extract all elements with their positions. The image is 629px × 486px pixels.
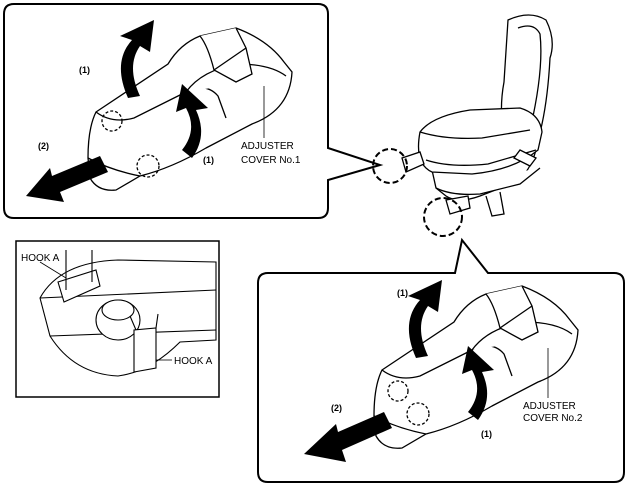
top-callout-panel: (1) (1) (2) ADJUSTER COVER No.1 (3, 3, 384, 219)
rotate-arrow-lower (176, 84, 208, 158)
seat-callout-circle-2 (423, 197, 463, 237)
adjuster-cover-1-label-line1: ADJUSTER (241, 141, 294, 152)
pull-arrow-1 (26, 156, 108, 202)
step-label-1-upper: (1) (79, 65, 90, 75)
step-label-1-upper-2: (1) (397, 288, 408, 298)
bottom-callout-panel: (1) (1) (2) ADJUSTER COVER No.2 (257, 237, 625, 483)
step-label-1-lower: (1) (203, 155, 214, 165)
step-label-1-lower-2: (1) (481, 429, 492, 439)
step-label-2: (2) (38, 141, 49, 151)
adjuster-cover-1-label-line2: COVER No.1 (241, 155, 301, 166)
hook-detail-panel: HOOK A HOOK A (15, 240, 220, 398)
hook-a-label-top: HOOK A (21, 253, 60, 264)
seat-callout-circle-1 (372, 148, 408, 184)
rotate-arrow-upper (120, 20, 154, 98)
rotate-arrow-lower-2 (462, 346, 494, 420)
rotate-arrow-upper-2 (408, 280, 442, 358)
seat-illustration (401, 14, 553, 217)
hook-a-label-right: HOOK A (174, 356, 213, 367)
adjuster-cover-2-label-line2: COVER No.2 (523, 413, 583, 424)
adjuster-cover-2-label-line1: ADJUSTER (523, 401, 576, 412)
step-label-2-2: (2) (331, 403, 342, 413)
pull-arrow-2 (304, 412, 392, 462)
